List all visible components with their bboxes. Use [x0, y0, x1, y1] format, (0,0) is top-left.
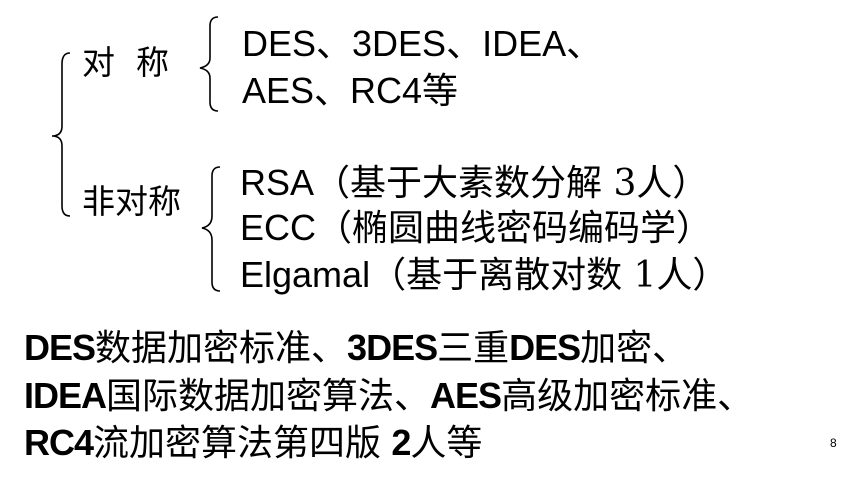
outer-brace: [51, 52, 71, 217]
asymmetric-brace: [201, 166, 221, 292]
asymmetric-item-ecc: ECC（椭圆曲线密码编码学）: [240, 210, 712, 247]
page-number-text: 8: [830, 436, 837, 450]
notes-line-3: RC4流加密算法第四版 2人等: [24, 425, 482, 462]
note-text: 三重: [437, 328, 510, 369]
symmetric-brace: [199, 16, 219, 112]
note-term: AES: [430, 375, 502, 416]
note-text: 流加密算法第四版: [93, 423, 392, 464]
symmetric-label-text: 对 称: [82, 43, 169, 82]
notes-line-1: DES数据加密标准、3DES三重DES加密、: [24, 330, 688, 367]
note-term: RC4: [24, 422, 94, 463]
note-term: IDEA: [24, 375, 107, 416]
symmetric-item-1: DES、3DES、IDEA、: [242, 26, 602, 62]
notes-line-2: IDEA国际数据加密算法、AES高级加密标准、: [24, 378, 753, 415]
rsa-description: （基于大素数分解 3人）: [314, 163, 709, 204]
note-text: 数据加密标准、: [95, 328, 348, 369]
note-term: 3DES: [347, 327, 438, 368]
elgamal-name: Elgamal: [240, 254, 371, 295]
ecc-name: ECC: [240, 207, 317, 248]
rsa-name: RSA: [240, 162, 315, 203]
note-text: 高级加密标准、: [501, 376, 754, 417]
ecc-description: （椭圆曲线密码编码学）: [316, 208, 713, 249]
note-term: 2: [391, 422, 411, 463]
note-text: 人等: [410, 423, 483, 464]
asymmetric-label: 非对称: [82, 185, 181, 218]
page-number: 8: [830, 436, 837, 450]
asymmetric-item-rsa: RSA（基于大素数分解 3人）: [240, 165, 708, 202]
symmetric-item-2: AES、RC4等: [242, 73, 458, 109]
symmetric-label: 对 称: [82, 46, 169, 79]
symmetric-item-2-text: AES、RC4等: [242, 70, 459, 111]
note-term: DES: [509, 327, 581, 368]
elgamal-description: （基于离散对数 1人）: [370, 255, 729, 296]
symmetric-item-1-text: DES、3DES、IDEA、: [242, 23, 603, 64]
asymmetric-item-elgamal: Elgamal（基于离散对数 1人）: [240, 257, 728, 294]
note-text: 国际数据加密算法、: [106, 376, 431, 417]
note-term: DES: [24, 327, 96, 368]
asymmetric-label-text: 非对称: [82, 182, 181, 221]
note-text: 加密、: [580, 328, 689, 369]
